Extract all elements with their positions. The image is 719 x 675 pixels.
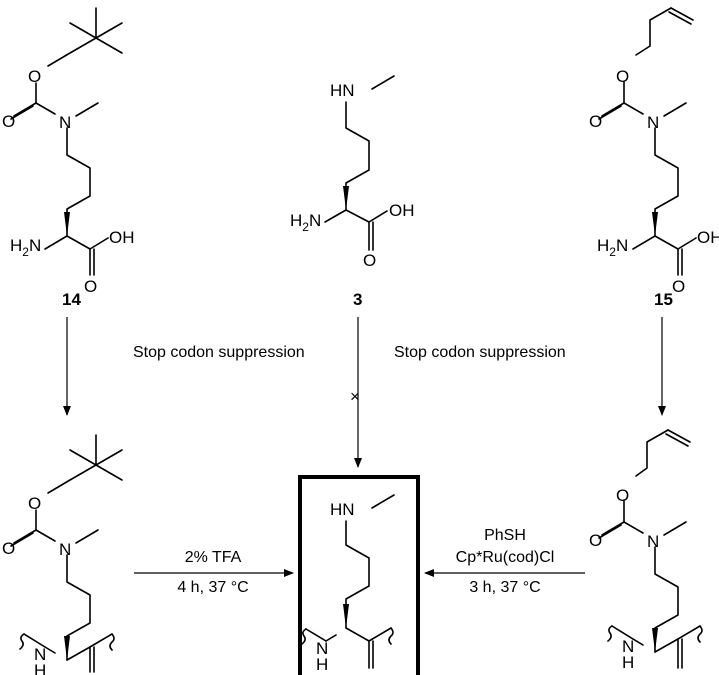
atom-o: O — [363, 251, 376, 270]
atom-o: O — [84, 277, 97, 296]
compound-3-structure — [324, 75, 395, 251]
atom-n: N — [647, 113, 659, 132]
compound-label-3: 3 — [353, 290, 362, 309]
atom-nh-n: N — [34, 645, 46, 664]
boc-protein-structure — [10, 434, 123, 673]
atom-nh-h: H — [622, 653, 634, 672]
atom-h2n-h: H2N — [290, 211, 321, 234]
product-box — [298, 475, 420, 675]
compound-15-structure — [598, 7, 697, 276]
condition-phsh: PhSH — [484, 527, 526, 544]
blocked-cross: × — [350, 387, 360, 406]
condition-ru-time: 3 h, 37 °C — [469, 579, 540, 596]
atom-nh-n: N — [622, 637, 634, 656]
atom-o: O — [2, 112, 15, 131]
condition-ru-catalyst: Cp*Ru(cod)Cl — [456, 549, 555, 566]
atom-nh-h: H — [316, 655, 328, 674]
condition-tfa: 2% TFA — [185, 549, 242, 566]
atom-oh: OH — [697, 228, 719, 247]
atom-n: N — [647, 532, 659, 551]
methyl-lysine-protein-structure — [301, 494, 395, 669]
atom-o: O — [589, 531, 602, 550]
atom-oh: OH — [389, 201, 415, 220]
atom-h2n-h: H2N — [10, 236, 41, 259]
condition-tfa-time: 4 h, 37 °C — [177, 579, 248, 596]
alloc-protein-structure — [598, 429, 703, 669]
atom-o: O — [616, 67, 629, 86]
atom-o: O — [616, 486, 629, 505]
atom-h2n-h: H2N — [597, 236, 628, 259]
compound-14-structure — [10, 7, 123, 276]
compound-label-14: 14 — [62, 290, 81, 309]
atom-hn: HN — [330, 81, 355, 100]
atom-nh-h: H — [34, 661, 46, 675]
compound-label-15: 15 — [654, 290, 673, 309]
atom-o: O — [589, 112, 602, 131]
atom-o: O — [28, 494, 41, 513]
atom-o: O — [28, 67, 41, 86]
atom-hn: HN — [330, 500, 355, 519]
atom-oh: OH — [109, 228, 135, 247]
condition-suppression-left: Stop codon suppression — [133, 344, 305, 361]
atom-n: N — [59, 540, 71, 559]
atom-o: O — [2, 539, 15, 558]
atom-n: N — [59, 113, 71, 132]
condition-suppression-right: Stop codon suppression — [394, 344, 566, 361]
atom-nh-n: N — [316, 639, 328, 658]
atom-o: O — [672, 277, 685, 296]
